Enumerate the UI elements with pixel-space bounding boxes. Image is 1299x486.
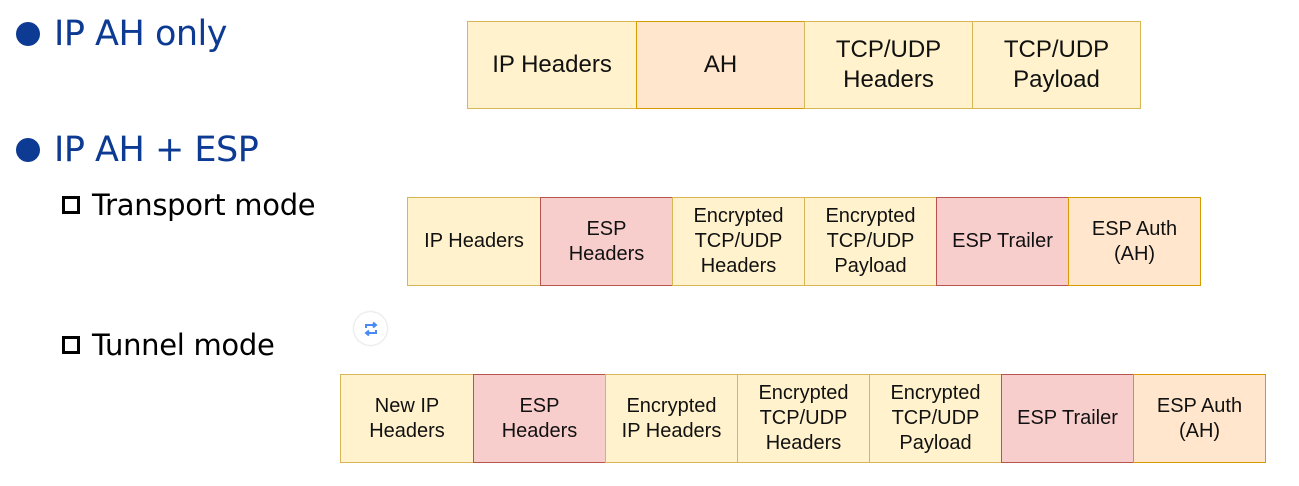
square-bullet-icon: [62, 196, 80, 214]
packet-field-label: ESP Auth(AH): [1156, 394, 1243, 442]
packet-field-label: ESP Trailer: [952, 230, 1053, 252]
packet-field-esp-trailer: ESP Trailer: [936, 197, 1069, 286]
sub-bullet-transport-mode: Transport mode: [62, 188, 316, 222]
packet-field-ip-headers: IP Headers: [407, 197, 541, 286]
bullet-label: Tunnel mode: [92, 328, 275, 362]
sub-bullet-tunnel-mode: Tunnel mode: [62, 328, 275, 362]
packet-field-esp-auth-ah: ESP Auth(AH): [1068, 197, 1201, 286]
bullet-dot-icon: [16, 22, 40, 46]
packet-field-label: ESP Trailer: [1017, 407, 1118, 429]
packet-field-label: IP Headers: [424, 230, 524, 252]
packet-field-label: AH: [703, 51, 738, 78]
packet-field-esp-auth-ah: ESP Auth(AH): [1133, 374, 1266, 463]
packet-field-ip-headers: IP Headers: [467, 21, 637, 109]
bullet-dot-icon: [16, 138, 40, 162]
repeat-icon: [363, 321, 378, 336]
packet-field-ah: AH: [636, 21, 805, 109]
bullet-ip-ah-esp: IP AH + ESP: [16, 130, 259, 170]
bullet-label: IP AH only: [54, 14, 227, 54]
packet-field-label: ESP Auth(AH): [1091, 217, 1178, 265]
square-bullet-icon: [62, 336, 80, 354]
bullet-label: IP AH + ESP: [54, 130, 259, 170]
packet-field-esp-trailer: ESP Trailer: [1001, 374, 1134, 463]
repeat-button[interactable]: [354, 312, 387, 345]
bullet-ip-ah-only: IP AH only: [16, 14, 227, 54]
bullet-label: Transport mode: [92, 188, 316, 222]
packet-field-label: IP Headers: [492, 51, 612, 78]
